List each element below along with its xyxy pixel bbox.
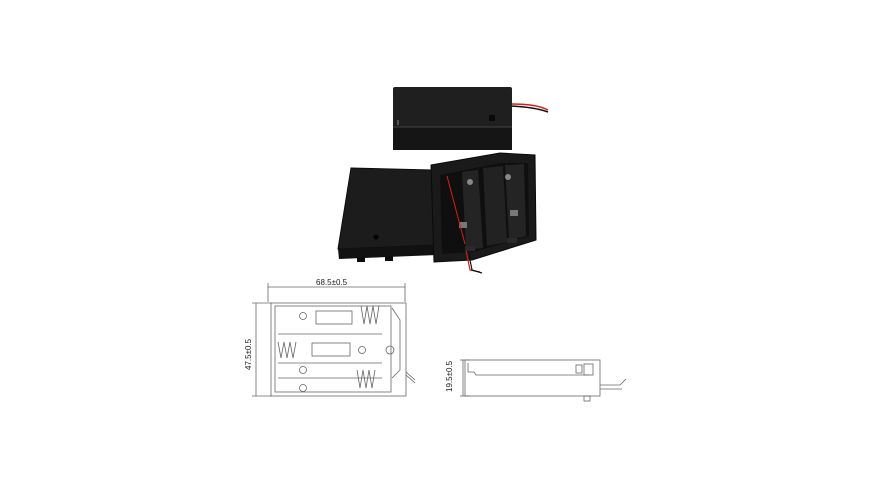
closed-battery-box bbox=[393, 87, 549, 150]
side-view-drawing bbox=[460, 359, 627, 402]
top-view-drawing bbox=[252, 283, 416, 397]
battery-box-lid bbox=[337, 167, 437, 262]
battery-tray bbox=[430, 152, 537, 274]
height-dimension-label: 47.5±0.5 bbox=[244, 338, 253, 370]
depth-dimension-label: 19.5±0.5 bbox=[445, 360, 454, 392]
width-dimension-label: 68.5±0.5 bbox=[316, 278, 348, 287]
